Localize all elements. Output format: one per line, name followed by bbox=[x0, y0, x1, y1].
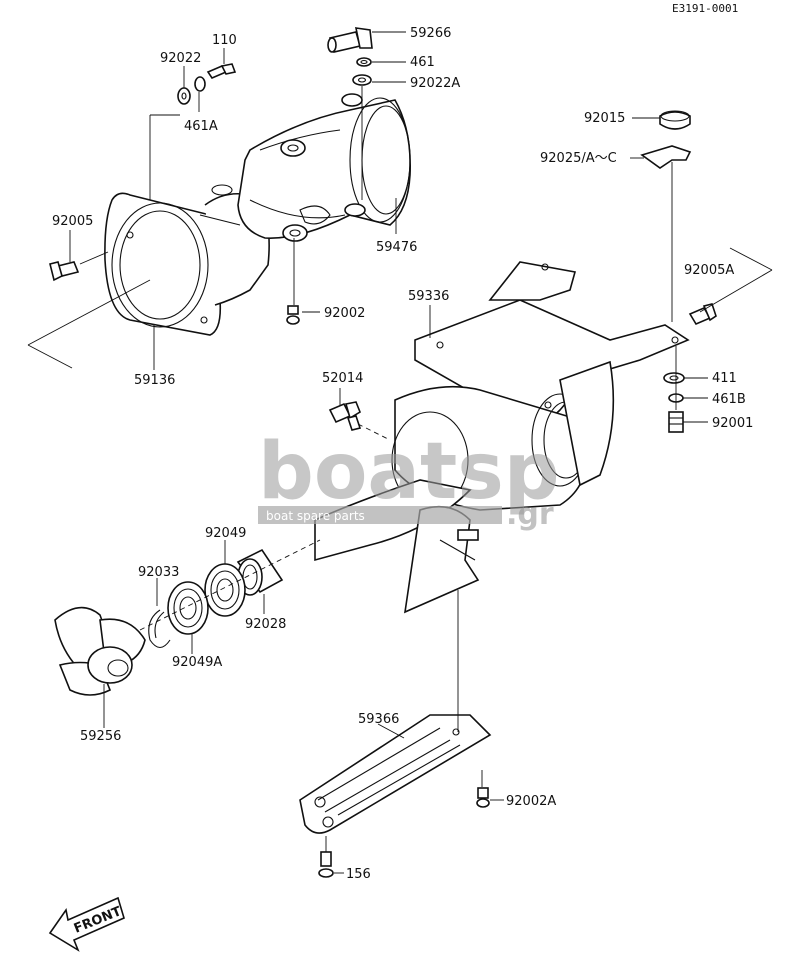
label-411: 411 bbox=[712, 371, 737, 386]
label-110: 110 bbox=[212, 33, 237, 48]
label-59336: 59336 bbox=[408, 289, 449, 304]
label-52014: 52014 bbox=[322, 371, 363, 386]
bolt-92002[interactable] bbox=[286, 305, 300, 325]
label-92022: 92022 bbox=[160, 51, 201, 66]
washer-461[interactable] bbox=[356, 57, 372, 67]
label-92005: 92005 bbox=[52, 214, 93, 229]
grommet-92015[interactable] bbox=[659, 110, 691, 130]
front-arrow: FRONT bbox=[48, 896, 125, 952]
label-59266: 59266 bbox=[410, 26, 451, 41]
bolt-92002A[interactable] bbox=[476, 787, 490, 808]
label-92002: 92002 bbox=[324, 306, 365, 321]
label-59136: 59136 bbox=[134, 373, 175, 388]
label-92049A: 92049A bbox=[172, 655, 222, 670]
bolt-92005A[interactable] bbox=[688, 303, 717, 326]
fitting-52014[interactable] bbox=[328, 401, 362, 431]
watermark-tagline: boat spare parts bbox=[266, 509, 365, 523]
watermark-brand: boatsp bbox=[258, 427, 560, 517]
watermark: boatsp boat spare parts .gr bbox=[258, 427, 560, 532]
label-92033: 92033 bbox=[138, 565, 179, 580]
label-92005A: 92005A bbox=[684, 263, 734, 278]
pump-housing-59476[interactable] bbox=[237, 93, 412, 242]
part-labels: 110 92022 461A 59266 461 92022A 92015 92… bbox=[52, 26, 753, 882]
label-92049: 92049 bbox=[205, 526, 246, 541]
label-59366: 59366 bbox=[358, 712, 399, 727]
washer-461A[interactable] bbox=[194, 76, 206, 92]
label-461A: 461A bbox=[184, 119, 218, 134]
label-461B: 461B bbox=[712, 392, 746, 407]
leader-lines bbox=[27, 31, 773, 874]
label-92001: 92001 bbox=[712, 416, 753, 431]
bolt-156[interactable] bbox=[318, 851, 334, 878]
label-92028: 92028 bbox=[245, 617, 286, 632]
ride-plate-59366[interactable] bbox=[299, 714, 492, 834]
circlip-92033[interactable] bbox=[148, 609, 171, 649]
label-92015: 92015 bbox=[584, 111, 625, 126]
bolt-92001[interactable] bbox=[668, 411, 684, 433]
bolt-92005[interactable] bbox=[49, 261, 80, 282]
bearing-92049[interactable] bbox=[204, 563, 246, 617]
label-92022A: 92022A bbox=[410, 76, 460, 91]
label-92025: 92025/A～C bbox=[540, 151, 617, 166]
washer-92022[interactable] bbox=[177, 87, 191, 105]
bolt-110[interactable] bbox=[206, 63, 237, 79]
watermark-suffix: .gr bbox=[506, 497, 554, 532]
washer-92022A[interactable] bbox=[352, 74, 372, 86]
label-59476: 59476 bbox=[376, 240, 417, 255]
label-92002A: 92002A bbox=[506, 794, 556, 809]
label-156: 156 bbox=[346, 867, 371, 882]
label-461: 461 bbox=[410, 55, 435, 70]
nozzle-duct-59336[interactable] bbox=[314, 261, 690, 614]
diagram-code: E3191-0001 bbox=[672, 2, 738, 15]
clip-92025[interactable] bbox=[640, 145, 692, 169]
bearing-92049A[interactable] bbox=[167, 581, 209, 635]
label-59256: 59256 bbox=[80, 729, 121, 744]
fitting-59266[interactable] bbox=[327, 27, 373, 53]
washer-411[interactable] bbox=[663, 372, 685, 384]
front-arrow-icon bbox=[48, 896, 125, 952]
impeller-59256[interactable] bbox=[54, 606, 146, 696]
